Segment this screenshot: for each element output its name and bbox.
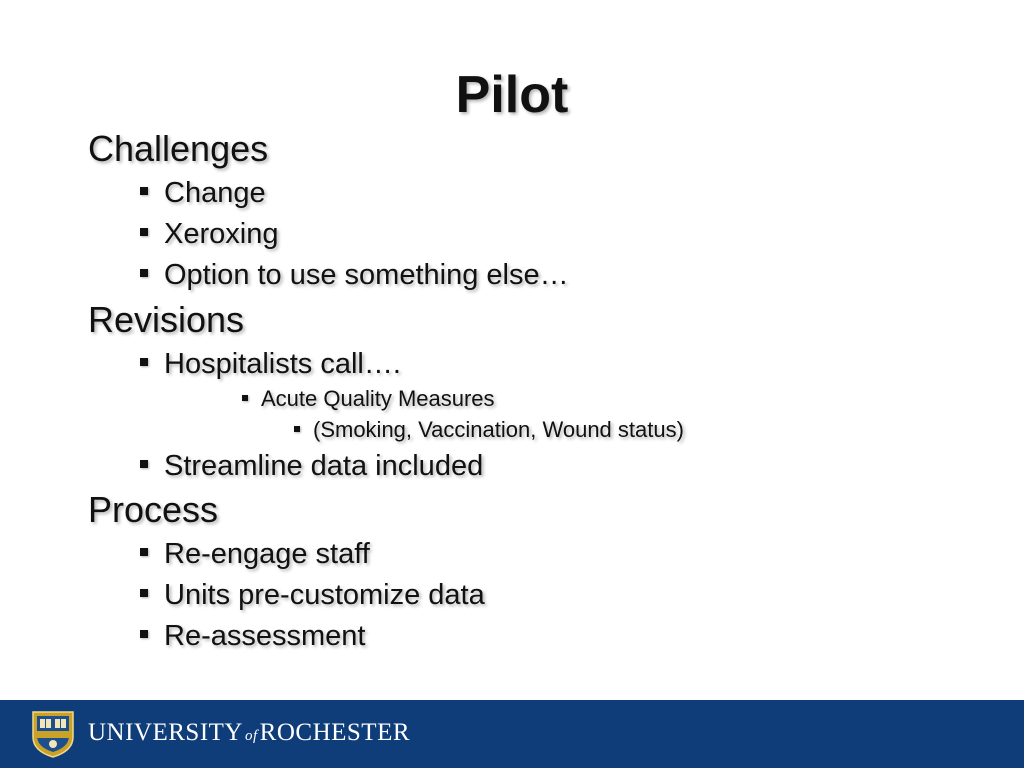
list-item: Re-assessment (140, 617, 365, 655)
square-bullet-icon (294, 426, 300, 433)
slide-title: Pilot (455, 66, 569, 124)
slide: Pilot Challenges Change Xeroxing Option … (88, 66, 684, 655)
square-bullet-icon (140, 187, 148, 196)
slide-content: Challenges Change Xeroxing Option to use… (88, 128, 684, 655)
square-bullet-icon (140, 589, 148, 598)
square-bullet-icon (140, 548, 148, 557)
section-heading-process: Process (88, 489, 219, 530)
university-crest-icon (32, 711, 74, 758)
square-bullet-icon (242, 395, 248, 402)
sub-sub-list-item: (Smoking, Vaccination, Wound status) (294, 416, 684, 444)
list-item: Streamline data included (140, 447, 483, 485)
square-bullet-icon (140, 228, 148, 237)
list-item: Xeroxing (140, 215, 278, 253)
square-bullet-icon (140, 630, 148, 639)
square-bullet-icon (140, 269, 148, 278)
list-item: Change (140, 174, 266, 212)
square-bullet-icon (140, 460, 148, 469)
list-item: Option to use something else… (140, 256, 569, 294)
section-heading-revisions: Revisions (88, 299, 245, 340)
list-item: Units pre-customize data (140, 576, 485, 614)
section-heading-challenges: Challenges (88, 128, 269, 169)
square-bullet-icon (140, 358, 148, 367)
list-item: Hospitalists call…. (140, 345, 401, 383)
sub-list-item: Acute Quality Measures (242, 385, 495, 413)
list-item: Re-engage staff (140, 535, 370, 573)
